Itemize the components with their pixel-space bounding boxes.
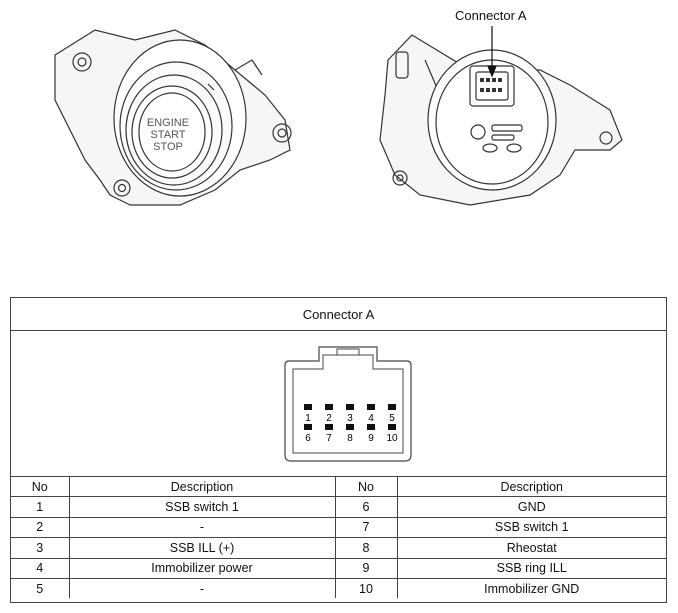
callout-label: Connector A [455,8,527,23]
pin-no-right: 10 [335,578,398,599]
pin-no-right: 6 [335,496,398,518]
component-illustrations: ENGINE START STOP [0,0,678,250]
pin-1-terminal [304,404,312,410]
pin-no-left: 3 [11,537,70,559]
table-row: 1 SSB switch 1 6 GND [11,496,666,518]
pin-no-right: 8 [335,537,398,559]
pin-8-terminal [346,424,354,430]
pin-no-right: 7 [335,517,398,539]
pin-5-terminal [388,404,396,410]
pin-desc-left: SSB switch 1 [69,496,336,518]
pin-desc-left: - [69,578,336,599]
pin-no-left: 1 [11,496,70,518]
connector-pinout: 1 2 3 4 5 6 7 8 9 10 [11,331,666,477]
pin-desc-right: GND [397,496,666,518]
pin-description-table: No Description No Description 1 SSB swit… [11,477,666,599]
ssb-front-view [54,29,292,206]
pin-label-5: 5 [389,413,395,424]
pin-label-8: 8 [347,433,353,444]
table-header-row: No Description No Description [11,477,666,498]
pin-7-terminal [325,424,333,430]
pin-label-4: 4 [368,413,374,424]
button-text-line-1: ENGINE [147,117,189,129]
pin-label-7: 7 [326,433,332,444]
pin-label-1: 1 [305,413,311,424]
pin-desc-left: SSB ILL (+) [69,537,336,559]
pin-desc-right: Immobilizer GND [484,581,580,596]
pin-desc-right: SSB ring ILL [397,558,666,579]
header-no-left: No [11,477,70,498]
table-row: 4 Immobilizer power 9 SSB ring ILL [11,558,666,579]
pin-label-6: 6 [305,433,311,444]
pin-label-2: 2 [326,413,332,424]
pin-no-left: 5 [11,578,70,599]
button-text-line-2: START [150,129,185,141]
pin-label-10: 10 [386,433,398,444]
connector-table-title: Connector A [11,298,666,331]
pin-10-terminal [388,424,396,430]
pin-desc-left: - [69,517,336,539]
pin-no-right: 9 [335,558,398,579]
pin-3-terminal [346,404,354,410]
pin-label-3: 3 [347,413,353,424]
table-row: 3 SSB ILL (+) 8 Rheostat [11,537,666,559]
ssb-drawings: ENGINE START STOP [54,26,623,206]
pin-9-terminal [367,424,375,430]
pin-4-terminal [367,404,375,410]
pin-label-9: 9 [368,433,374,444]
connector-latch [336,348,360,356]
header-description-left: Description [69,477,336,498]
table-row: 2 - 7 SSB switch 1 [11,517,666,539]
table-row: 5 - 10 Immobilizer GND [11,578,666,599]
pin-desc-left: Immobilizer power [69,558,336,579]
pin-2-terminal [325,404,333,410]
pin-desc-right: Rheostat [397,537,666,559]
ssb-rear-view [379,34,623,206]
callout-arrow [487,26,497,78]
connector-face-drawing: 1 2 3 4 5 6 7 8 9 10 [284,346,412,462]
pin-no-left: 4 [11,558,70,579]
connector-inner-outline [292,354,404,454]
pin-6-terminal [304,424,312,430]
pin-no-left: 2 [11,517,70,539]
header-description-right: Description [397,477,666,498]
button-text-line-3: STOP [153,141,183,153]
pin-desc-right: SSB switch 1 [397,517,666,539]
header-no-right: No [335,477,398,498]
connector-table: Connector A 1 2 3 4 5 6 7 8 [10,297,667,603]
